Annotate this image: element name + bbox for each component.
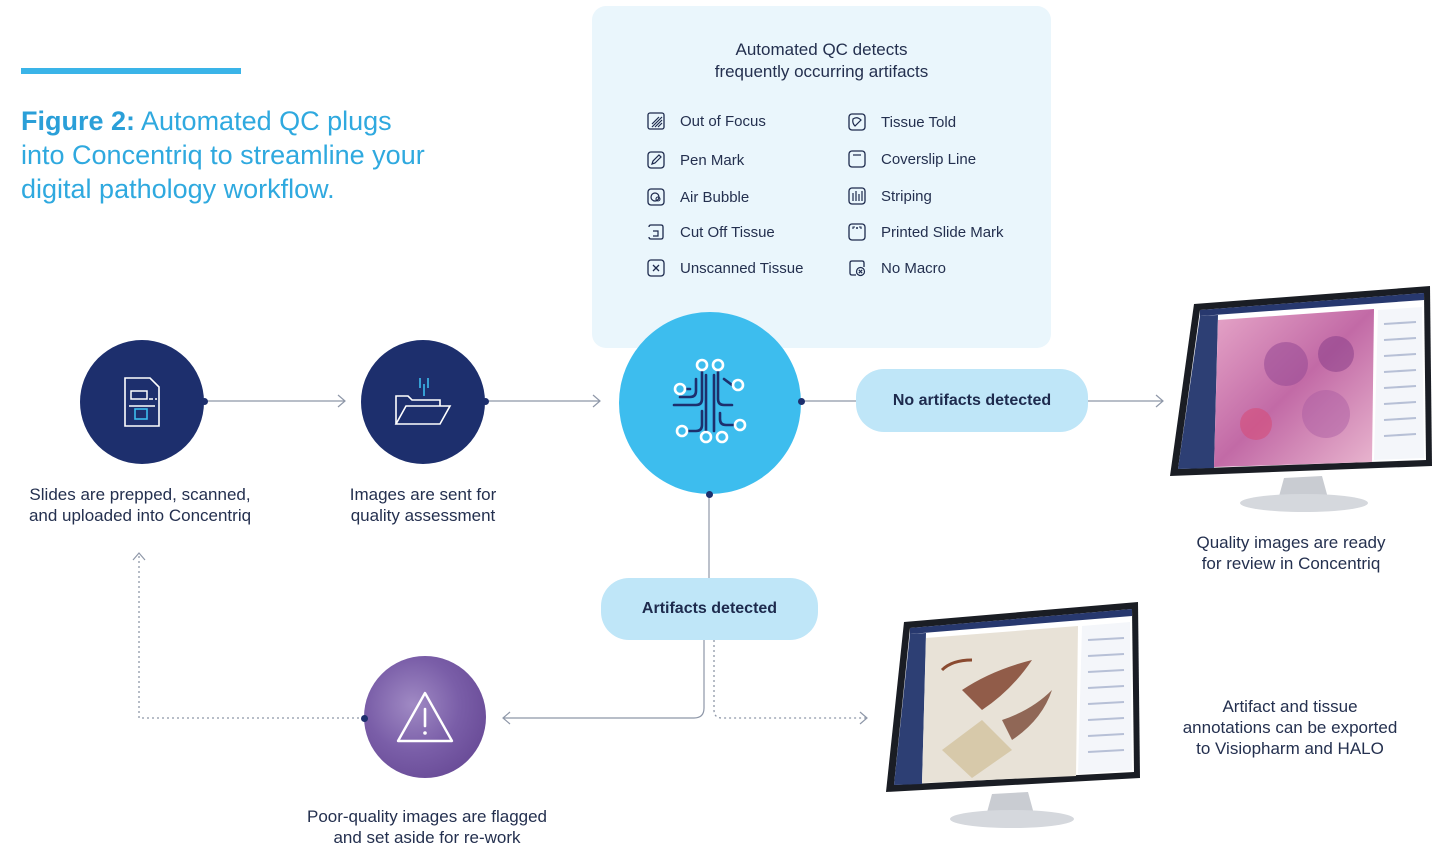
connector-dot [706,491,713,498]
striping-icon [848,187,866,205]
artifact-panel [592,6,1051,348]
arrowhead-images [337,394,346,408]
images-step-circle [361,340,485,464]
artifacts-detected-pill: Artifacts detected [601,578,818,640]
out-of-focus-icon [647,112,665,130]
artifact-label: Out of Focus [680,112,766,130]
panel-heading: Automated QC detects frequently occurrin… [620,39,1023,83]
artifact-label: Striping [881,187,932,205]
artifact-item-unscanned-tissue: Unscanned Tissue [646,258,803,278]
no-artifacts-label: No artifacts detected [892,391,1052,409]
caption-line: for review in Concentriq [1201,554,1381,573]
artifact-label: Cut Off Tissue [680,223,775,241]
connector-dot [482,398,489,405]
connector-artifacts-to-flag [503,640,705,719]
export-caption: Artifact and tissue annotations can be e… [1164,696,1416,759]
air-bubble-icon [647,188,665,206]
caption-line: and set aside for re-work [333,828,521,847]
unscanned-tissue-icon [647,259,665,277]
caption-line: Slides are prepped, scanned, [29,485,251,504]
artifact-label: Unscanned Tissue [680,259,804,277]
coverslip-line-icon [848,150,866,168]
printed-slide-mark-icon [848,223,866,241]
artifact-item-out-of-focus: Out of Focus [646,111,766,131]
connector-dot [798,398,805,405]
caption-line: Images are sent for [349,485,497,504]
artifact-item-printed-slide-mark: Printed Slide Mark [847,222,1004,242]
figure-title: Figure 2: Automated QC plugs into Concen… [21,104,441,206]
slide-scanner-icon [124,377,160,427]
no-artifacts-pill: No artifacts detected [856,369,1088,432]
poor-quality-caption: Poor-quality images are flagged and set … [272,806,582,848]
figure-title-text: Automated QC plugs into Concentriq to st… [21,106,425,204]
no-macro-icon [849,260,866,277]
artifacts-detected-label: Artifacts detected [641,600,778,617]
caption-line: Artifact and tissue [1222,697,1358,716]
caption-line: quality assessment [350,506,496,525]
tissue-fold-icon [848,113,866,131]
connector-dot [201,398,208,405]
pen-mark-icon [647,151,665,169]
panel-heading-line1: Automated QC detects [735,40,908,59]
monitor-export-image [886,602,1140,828]
artifact-label: Pen Mark [680,151,745,169]
arrowhead-export [859,711,868,725]
artifact-label: Printed Slide Mark [881,223,1004,241]
connector-dot [361,715,368,722]
arrowhead-monitor-top [1155,394,1164,408]
connector-flag-to-rework [138,555,364,719]
caption-line: to Visiopharm and HALO [1196,739,1384,758]
artifact-label: Coverslip Line [881,150,977,168]
artifact-item-striping: Striping [847,186,932,206]
title-rule [21,68,241,74]
artifact-label: Tissue Told [881,113,957,131]
arrowhead-rework [132,552,146,561]
artifact-item-pen-mark: Pen Mark [646,150,744,170]
quality-caption: Quality images are ready for review in C… [1160,532,1422,574]
artifact-item-no-macro: No Macro [847,258,946,278]
artifact-item-coverslip-line: Coverslip Line [847,149,976,169]
slides-caption: Slides are prepped, scanned, and uploade… [0,484,280,526]
arrowhead-qc [592,394,601,408]
artifact-item-tissue-fold: Tissue Told [847,112,956,132]
panel-heading-line2: frequently occurring artifacts [714,62,929,81]
circuit-brain-icon [672,358,747,444]
artifact-item-air-bubble: Air Bubble [646,187,749,207]
caption-line: annotations can be exported [1182,718,1398,737]
automated-qc-circle [619,312,801,494]
monitor-review-image [1170,286,1432,512]
flagged-image-circle [364,656,486,778]
artifact-item-cut-off-tissue: Cut Off Tissue [646,222,775,242]
cut-off-tissue-icon [648,224,664,240]
artifact-label: No Macro [881,259,947,277]
caption-line: and uploaded into Concentriq [28,506,252,525]
artifact-label: Air Bubble [680,188,750,206]
slides-step-circle [80,340,204,464]
caption-line: Quality images are ready [1196,533,1386,552]
warning-icon [396,691,454,743]
images-caption: Images are sent for quality assessment [298,484,548,526]
caption-line: Poor-quality images are flagged [306,807,548,826]
folder-upload-icon [394,378,452,425]
arrowhead-flag [502,711,511,725]
connector-artifacts-to-export [713,640,866,719]
figure-label: Figure 2: [21,106,136,136]
